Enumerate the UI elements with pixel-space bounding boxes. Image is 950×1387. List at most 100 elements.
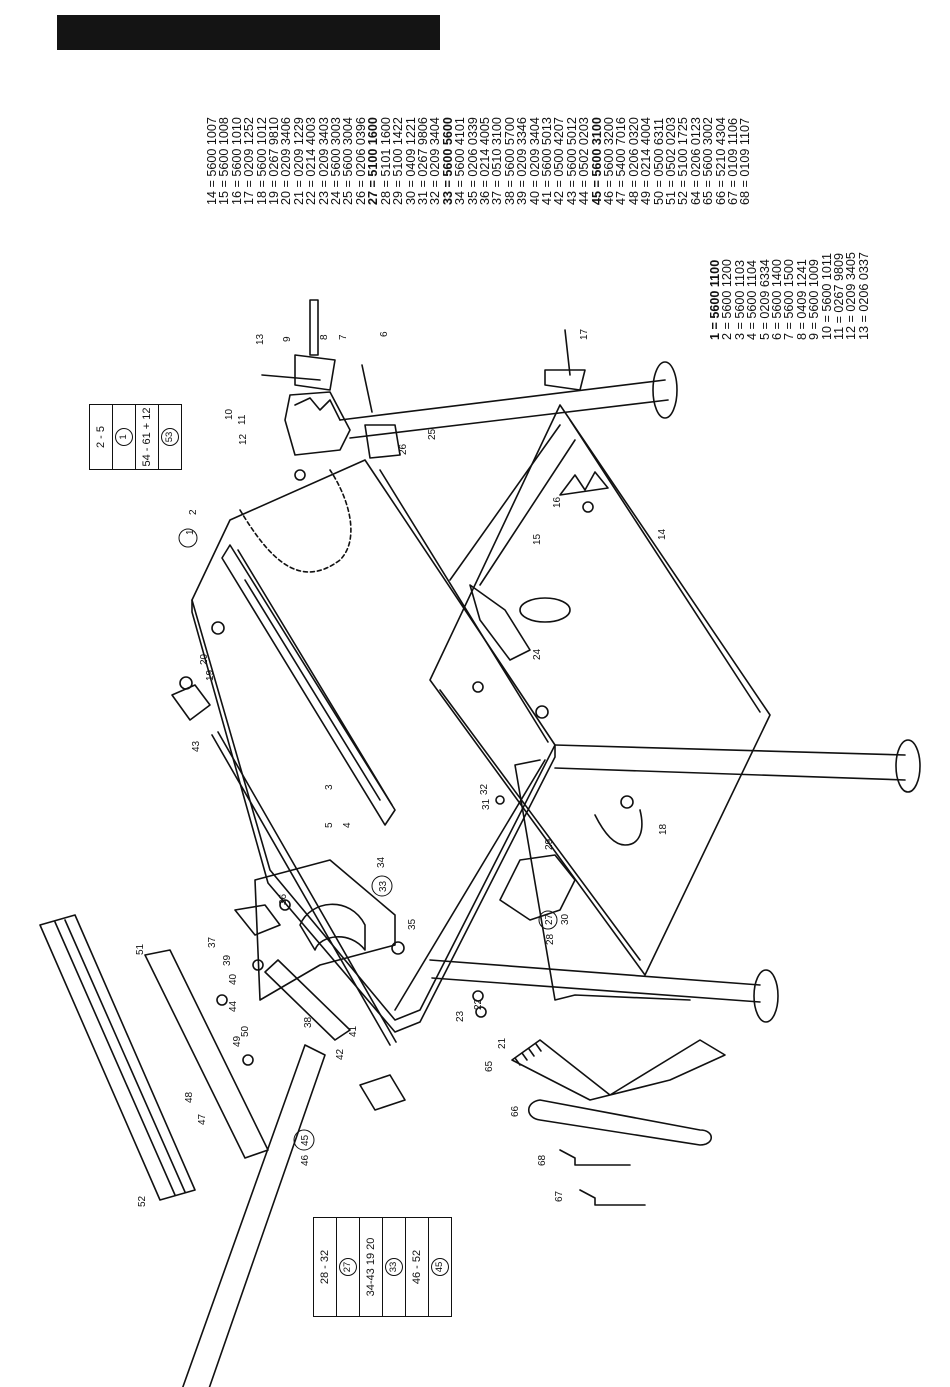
label-19: 19 — [205, 669, 216, 681]
hex-key-68 — [559, 1149, 631, 1166]
parts-list-entry: 2 = 5600 1200 — [720, 259, 735, 340]
clamp-9b — [544, 369, 586, 391]
assembly-box-top: 2 - 5 1 54 - 61 + 12 53 — [89, 404, 182, 470]
label-48: 48 — [184, 1091, 195, 1103]
parts-list-entry: 15 = 5600 1008 — [217, 117, 232, 205]
frame-14-inner — [439, 419, 761, 961]
table-top-edge — [191, 599, 556, 1033]
box-range-3: 46 - 52 — [411, 1249, 423, 1285]
label-37: 37 — [207, 936, 218, 948]
box-assembly-circle: 1 — [115, 428, 133, 446]
rip-fence-rail — [221, 544, 396, 826]
label-49: 49 — [232, 1035, 243, 1047]
table-top-rail — [379, 469, 549, 1011]
parts-list-entry: 20 = 0209 3406 — [279, 117, 294, 205]
label-38: 38 — [303, 1016, 314, 1028]
label-15: 15 — [532, 533, 543, 545]
label-29: 29 — [544, 838, 555, 850]
parts-list-entry: 22 = 0214 4003 — [304, 117, 319, 205]
leg-foot-1 — [895, 739, 921, 793]
bracket-43b — [359, 1074, 406, 1111]
label-20: 20 — [199, 653, 210, 665]
nut-20b — [620, 795, 634, 809]
fence-bar-38 — [264, 959, 351, 1041]
label-30: 30 — [560, 913, 571, 925]
label-4: 4 — [342, 822, 353, 828]
nut-22 — [472, 990, 484, 1002]
guide-rod — [211, 731, 397, 1046]
parts-list-entry: 39 = 0209 3346 — [515, 117, 530, 205]
label-7: 7 — [338, 334, 349, 340]
label-42: 42 — [335, 1048, 346, 1060]
washer-36 — [279, 899, 291, 911]
parts-list-entry: 42 = 0500 4207 — [552, 117, 567, 205]
parts-list-entry: 29 = 5100 1422 — [391, 117, 406, 205]
label-46: 46 — [300, 1154, 311, 1166]
rip-fence-rail-inner — [237, 549, 393, 806]
label-66: 66 — [510, 1105, 521, 1117]
parts-list-entry: 52 = 5100 1725 — [676, 117, 691, 205]
nut-40 — [252, 959, 264, 971]
bracket-27 — [499, 854, 576, 921]
label-65: 65 — [484, 1060, 495, 1072]
box-range-2: 54 - 61 + 12 — [141, 407, 153, 467]
nut-11b — [391, 941, 405, 955]
label-44: 44 — [228, 1000, 239, 1012]
table-top — [191, 459, 556, 1021]
label-35: 35 — [407, 918, 418, 930]
label-28: 28 — [545, 933, 556, 945]
tool-65-teeth — [514, 1043, 542, 1066]
label-3: 3 — [324, 784, 335, 790]
bracket-43a — [171, 684, 211, 721]
label-32: 32 — [479, 783, 490, 795]
bolt-17 — [564, 329, 571, 376]
label-34: 34 — [376, 856, 387, 868]
frame-15 — [449, 424, 576, 586]
header-bar — [57, 15, 440, 50]
box-assembly-3: 45 — [431, 1258, 449, 1276]
clamp-9 — [294, 354, 336, 391]
label-27: 27 — [544, 913, 555, 925]
parts-list-entry: 32 = 0209 3404 — [428, 117, 443, 205]
parts-list-entry: 68 = 0109 1107 — [738, 118, 753, 205]
rail-52 — [39, 914, 196, 1201]
parts-list-entry: 44 = 0502 0203 — [577, 117, 592, 205]
bracket-24 — [469, 584, 531, 661]
parts-list-entry: 4 = 5600 1104 — [745, 260, 760, 340]
bolt-13b — [361, 364, 373, 413]
leg-front — [554, 744, 906, 781]
label-12: 12 — [238, 433, 249, 445]
label-22: 22 — [473, 998, 484, 1010]
rail-46 — [182, 1044, 326, 1387]
box-assembly-2: 33 — [385, 1258, 403, 1276]
label-18: 18 — [658, 823, 669, 835]
nut-23 — [475, 1006, 487, 1018]
tool-65 — [511, 1039, 726, 1101]
assembly-circle-45 — [293, 1129, 315, 1151]
nut-31 — [495, 795, 505, 805]
parts-list-entry: 17 = 0209 1252 — [242, 117, 257, 205]
rail-52-groove — [54, 919, 186, 1196]
hex-key-67 — [579, 1189, 646, 1206]
label-6: 6 — [379, 331, 390, 337]
nut-11a — [472, 681, 484, 693]
end-block-teeth — [294, 397, 341, 421]
label-47: 47 — [197, 1113, 208, 1125]
parts-list-entry: 47 = 5400 7016 — [614, 117, 629, 205]
label-41: 41 — [348, 1025, 359, 1037]
label-23: 23 — [455, 1010, 466, 1022]
wrench-66 — [527, 1099, 713, 1146]
parts-list-entry: 34 = 5600 4101 — [453, 117, 468, 205]
parts-list-entry: 49 = 0214 4004 — [639, 117, 654, 205]
nut-49 — [242, 1054, 254, 1066]
label-39: 39 — [222, 954, 233, 966]
assembly-label-33: 33 — [378, 880, 389, 892]
bolt-13a — [261, 374, 321, 381]
box-assembly-1: 27 — [339, 1258, 357, 1276]
parts-list-entry: 7 = 5600 1500 — [782, 259, 797, 340]
bolt-8 — [309, 299, 319, 356]
parts-list-entry: 27 = 5100 1600 — [366, 117, 381, 205]
label-5: 5 — [324, 822, 335, 828]
assembly-circle-33 — [371, 875, 393, 897]
